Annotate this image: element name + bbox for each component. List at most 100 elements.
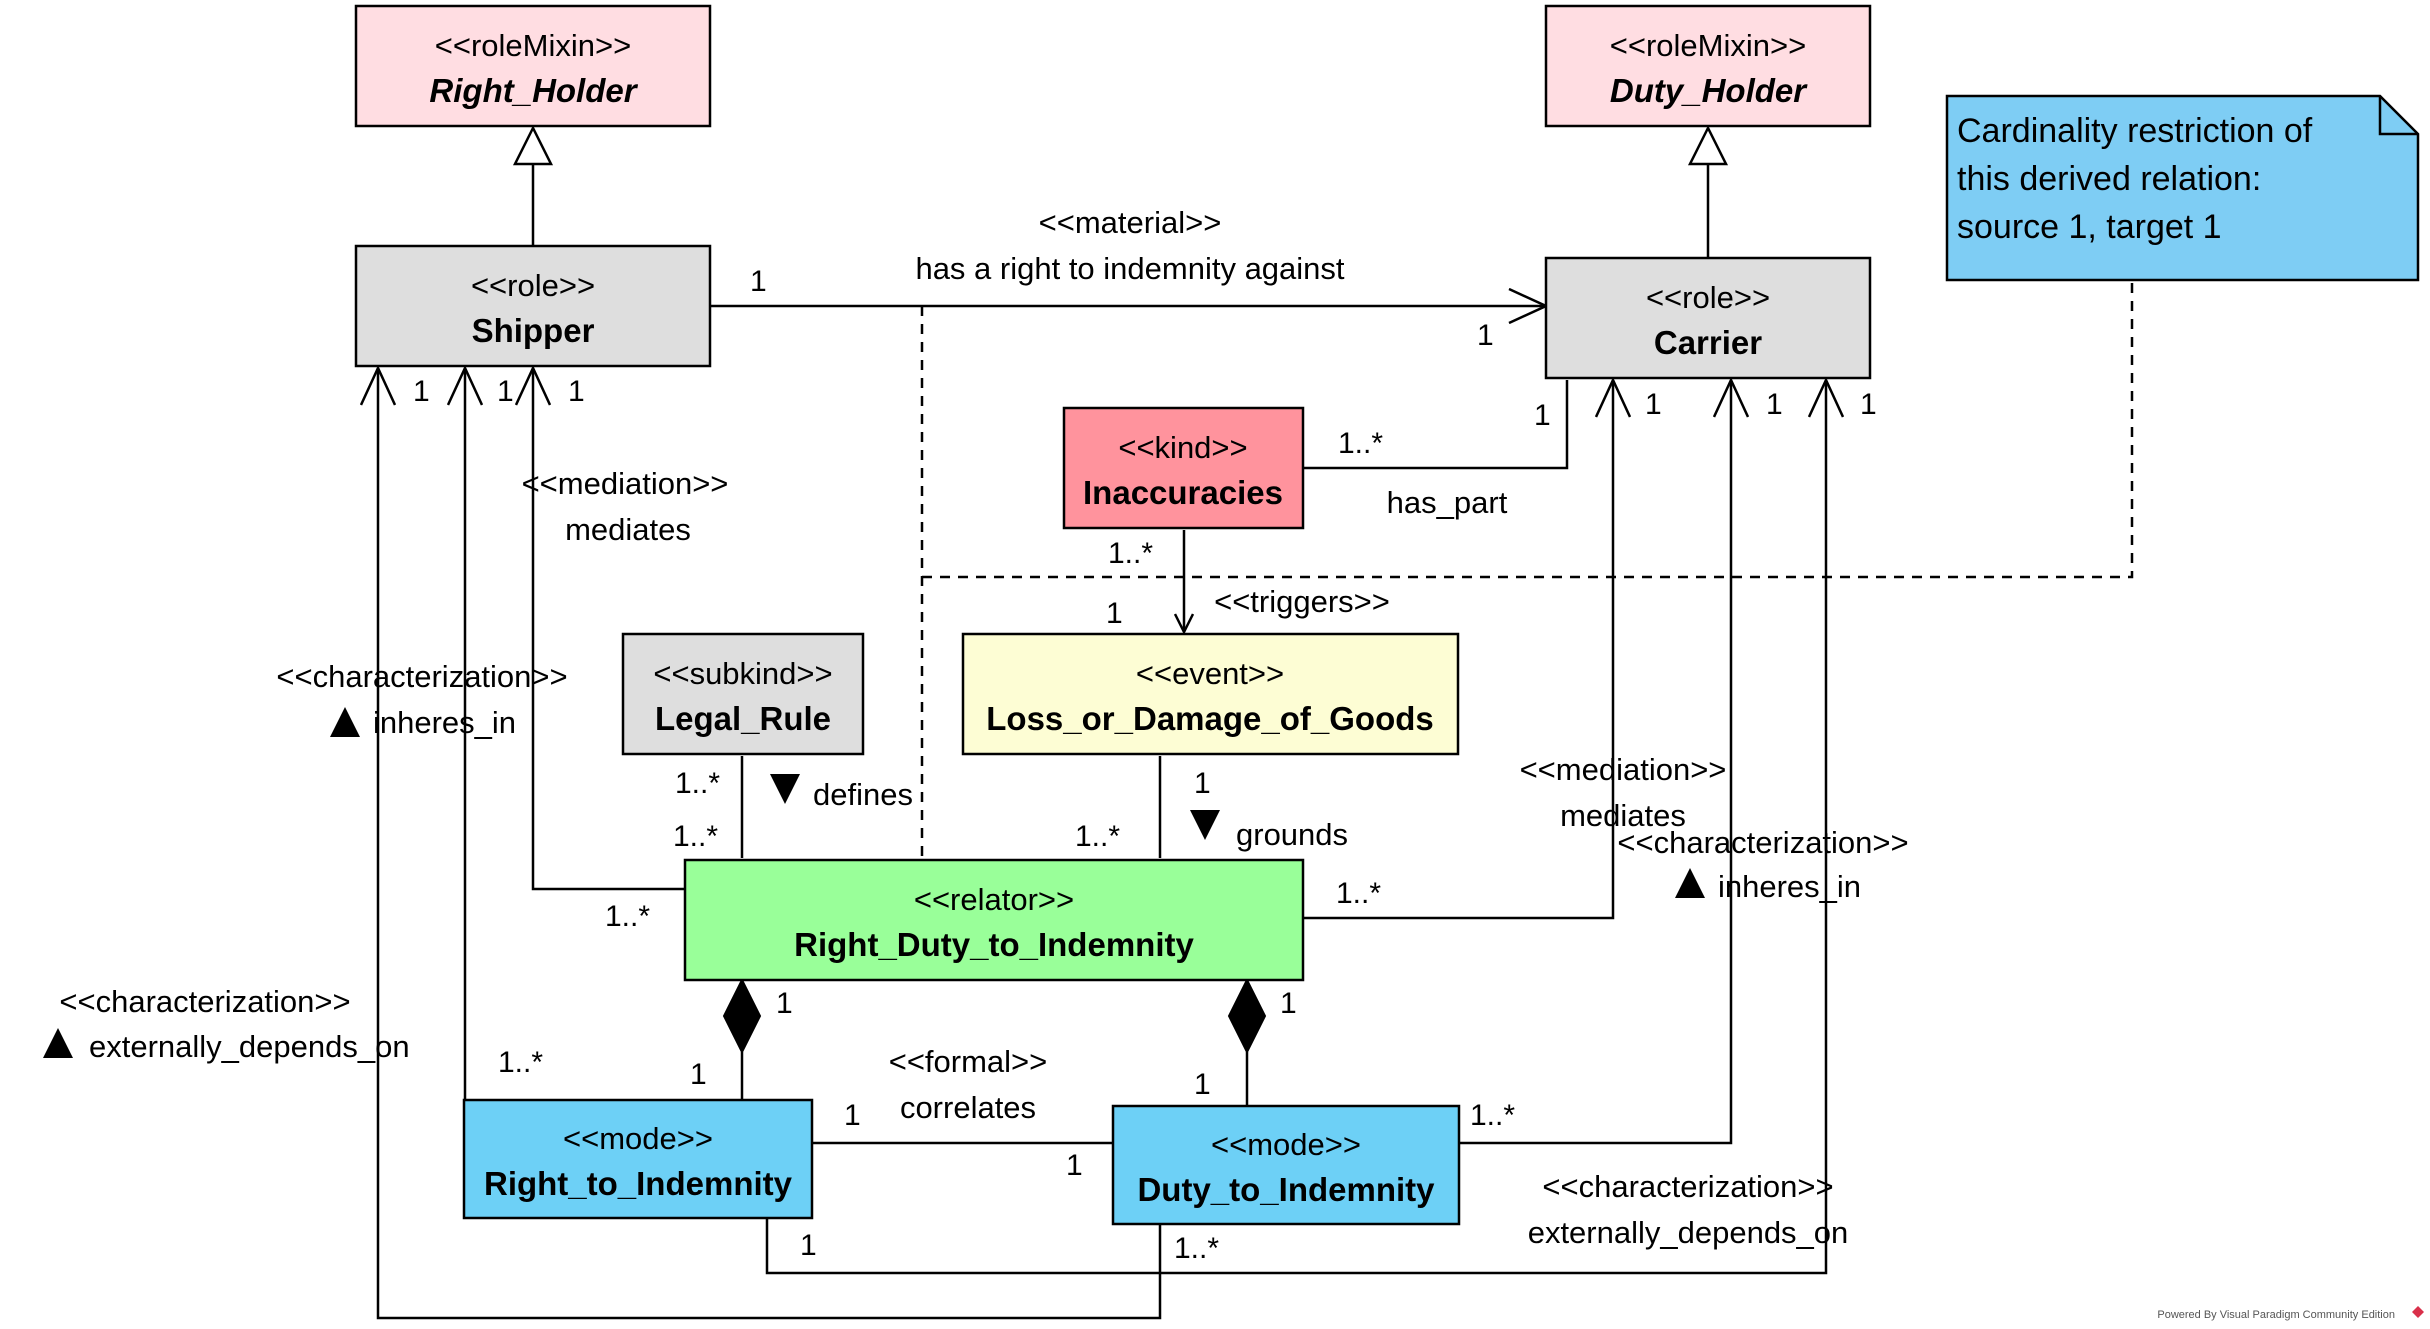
multiplicity-right-mode-external: 1	[800, 1229, 817, 1262]
class-carrier[interactable]: <<role>> Carrier	[1544, 256, 1872, 380]
duty-holder-name: Duty_Holder	[1610, 72, 1808, 109]
multiplicity-material-source: 1	[750, 265, 767, 298]
defines-label: defines	[813, 777, 913, 812]
note-line-1: Cardinality restriction of	[1957, 112, 2313, 150]
material-stereotype-label: <<material>>	[1039, 205, 1222, 240]
carrier-stereotype: <<role>>	[1646, 280, 1770, 315]
multiplicity-duty-mode-composition: 1	[1194, 1068, 1211, 1101]
multiplicity-relator-grounds: 1..*	[1075, 820, 1120, 853]
generalization-shipper-right-holder[interactable]	[512, 125, 554, 245]
multiplicity-duty-mode-carrier: 1..*	[1470, 1099, 1515, 1132]
characterization-duty-mode-carrier-line[interactable]	[1460, 380, 1731, 1145]
multiplicity-inaccuracies-triggers: 1..*	[1108, 537, 1153, 570]
grounds-direction-icon	[1190, 810, 1220, 840]
multiplicity-inaccuracies-has-part: 1..*	[1338, 427, 1383, 460]
note-anchor-dashed-line[interactable]	[922, 282, 2134, 579]
duty-mode-name: Duty_to_Indemnity	[1137, 1171, 1435, 1208]
right-holder-name: Right_Holder	[429, 72, 638, 109]
class-duty-to-indemnity[interactable]: <<mode>> Duty_to_Indemnity	[1111, 1104, 1461, 1226]
multiplicity-relator-carrier: 1..*	[1336, 877, 1381, 910]
multiplicity-right-mode-shipper: 1..*	[498, 1046, 543, 1079]
multiplicity-loss-triggers: 1	[1106, 597, 1123, 630]
legal-rule-name: Legal_Rule	[655, 700, 831, 737]
char-ext-right-name: externally_depends_on	[1528, 1215, 1849, 1250]
generalization-carrier-duty-holder[interactable]	[1687, 125, 1729, 258]
material-name-label: has a right to indemnity against	[915, 251, 1344, 286]
cardinality-note[interactable]: Cardinality restriction of this derived …	[1945, 94, 2420, 282]
mediation-shipper-line[interactable]	[533, 368, 685, 891]
class-loss-or-damage-of-goods[interactable]: <<event>> Loss_or_Damage_of_Goods	[961, 632, 1460, 756]
formal-stereotype-label: <<formal>>	[889, 1044, 1048, 1079]
char-ext-left-stereotype: <<characterization>>	[59, 984, 350, 1019]
char-left-name: inheres_in	[373, 705, 516, 740]
note-line-3: source 1, target 1	[1957, 208, 2222, 246]
mediation-left-stereotype: <<mediation>>	[522, 466, 729, 501]
relator-stereotype: <<relator>>	[914, 882, 1074, 917]
class-right-holder[interactable]: <<roleMixin>> Right_Holder	[354, 4, 712, 128]
composition-right-mode[interactable]	[722, 977, 762, 1100]
multiplicity-carrier-c: 1	[1860, 388, 1877, 421]
multiplicity-duty-mode-external: 1..*	[1174, 1232, 1219, 1265]
legal-rule-stereotype: <<subkind>>	[653, 656, 832, 691]
duty-mode-stereotype: <<mode>>	[1211, 1127, 1361, 1162]
inaccuracies-name: Inaccuracies	[1083, 474, 1283, 511]
multiplicity-carrier-has-part: 1	[1534, 399, 1551, 432]
external-dependence-shipper-line[interactable]	[378, 368, 1162, 1320]
carrier-name: Carrier	[1654, 324, 1762, 361]
visual-paradigm-logo-icon	[2412, 1306, 2424, 1318]
shipper-name: Shipper	[472, 312, 595, 349]
class-right-to-indemnity[interactable]: <<mode>> Right_to_Indemnity	[462, 1098, 814, 1220]
mediation-carrier-line[interactable]	[1303, 380, 1613, 920]
loss-name: Loss_or_Damage_of_Goods	[986, 700, 1433, 737]
char-ext-left-name: externally_depends_on	[89, 1029, 410, 1064]
right-mode-name: Right_to_Indemnity	[484, 1165, 793, 1202]
multiplicity-carrier-b: 1	[1766, 388, 1783, 421]
char-ext-left-direction-icon	[43, 1028, 73, 1058]
multiplicity-material-target: 1	[1477, 319, 1494, 352]
multiplicity-legal-rule: 1..*	[675, 767, 720, 800]
char-right-stereotype: <<characterization>>	[1617, 825, 1908, 860]
char-ext-right-stereotype: <<characterization>>	[1542, 1169, 1833, 1204]
inaccuracies-stereotype: <<kind>>	[1118, 430, 1247, 465]
class-right-duty-to-indemnity[interactable]: <<relator>> Right_Duty_to_Indemnity	[683, 858, 1305, 982]
has-part-label: has_part	[1387, 485, 1508, 520]
multiplicity-shipper-b: 1	[497, 375, 514, 408]
mediation-right-stereotype: <<mediation>>	[1520, 752, 1727, 787]
external-dependence-carrier-line[interactable]	[765, 380, 1826, 1275]
multiplicity-relator-legal-rule: 1..*	[673, 820, 718, 853]
shipper-stereotype: <<role>>	[471, 268, 595, 303]
duty-holder-stereotype: <<roleMixin>>	[1610, 28, 1806, 63]
relator-name: Right_Duty_to_Indemnity	[794, 926, 1194, 963]
multiplicity-shipper-a: 1	[413, 375, 430, 408]
char-left-stereotype: <<characterization>>	[276, 659, 567, 694]
has-part-line[interactable]	[1303, 380, 1569, 470]
class-inaccuracies[interactable]: <<kind>> Inaccuracies	[1062, 406, 1305, 530]
formal-name-label: correlates	[900, 1090, 1036, 1125]
char-right-direction-icon	[1675, 868, 1705, 898]
multiplicity-relator-duty-mode: 1	[1280, 987, 1297, 1020]
mediation-right-name: mediates	[1560, 798, 1686, 833]
multiplicity-right-mode-composition: 1	[690, 1058, 707, 1091]
class-shipper[interactable]: <<role>> Shipper	[354, 244, 712, 368]
char-right-name: inheres_in	[1718, 869, 1861, 904]
loss-stereotype: <<event>>	[1136, 656, 1284, 691]
mediation-left-name: mediates	[565, 512, 691, 547]
defines-direction-icon	[770, 774, 800, 804]
class-duty-holder[interactable]: <<roleMixin>> Duty_Holder	[1544, 4, 1872, 128]
multiplicity-relator-right-mode: 1	[776, 987, 793, 1020]
multiplicity-loss-grounds: 1	[1194, 767, 1211, 800]
right-holder-stereotype: <<roleMixin>>	[435, 28, 631, 63]
multiplicity-shipper-c: 1	[568, 375, 585, 408]
multiplicity-duty-mode-formal: 1	[1066, 1149, 1083, 1182]
multiplicity-carrier-a: 1	[1645, 388, 1662, 421]
composition-duty-mode[interactable]	[1227, 977, 1267, 1106]
grounds-label: grounds	[1236, 817, 1348, 852]
right-mode-stereotype: <<mode>>	[563, 1121, 713, 1156]
class-legal-rule[interactable]: <<subkind>> Legal_Rule	[621, 632, 865, 756]
watermark-text: Powered By Visual Paradigm Community Edi…	[2157, 1309, 2395, 1321]
triggers-label: <<triggers>>	[1214, 584, 1390, 619]
multiplicity-relator-shipper: 1..*	[605, 900, 650, 933]
note-line-2: this derived relation:	[1957, 160, 2261, 198]
char-left-direction-icon	[330, 707, 360, 737]
